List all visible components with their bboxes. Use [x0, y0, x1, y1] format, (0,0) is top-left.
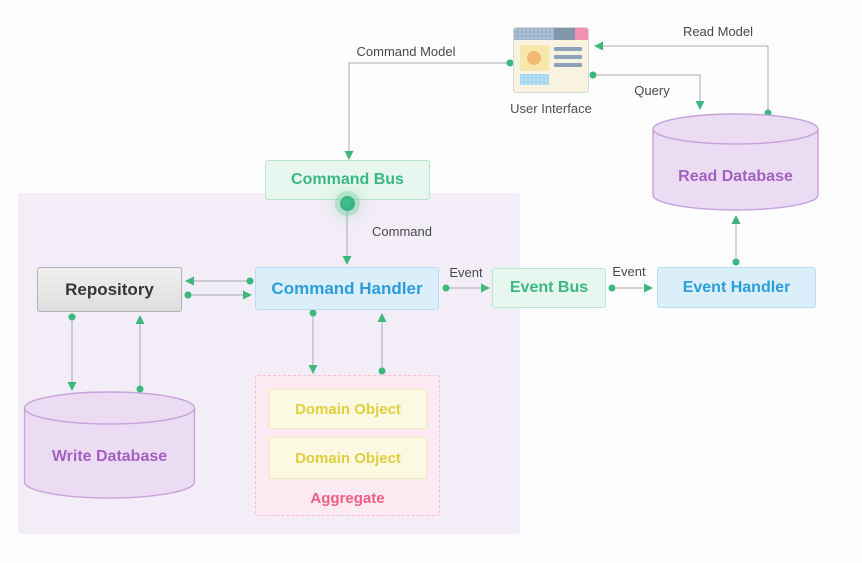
domain-object-node: Domain Object	[269, 389, 427, 429]
write-database-label: Write Database	[51, 448, 168, 465]
browser-toolbar-segment	[514, 28, 554, 40]
browser-toolbar-accent	[575, 28, 588, 40]
edge-repository-to-write-database	[67, 313, 77, 391]
database-cylinder-icon	[23, 391, 196, 499]
edge-write-database-to-repository	[135, 315, 145, 393]
event-label-left: Event	[449, 265, 483, 280]
command-bus-node: Command Bus	[265, 160, 430, 200]
edge-aggregate-to-command-handler	[377, 313, 387, 375]
image-placeholder-icon	[520, 45, 549, 71]
browser-content	[514, 40, 588, 92]
edge-command-handler-to-aggregate	[308, 309, 318, 374]
event-handler-label: Event Handler	[682, 278, 791, 296]
browser-content-left-column	[520, 45, 549, 92]
command-label: Command	[372, 224, 432, 239]
text-line-icon	[554, 47, 582, 51]
command-handler-node: Command Handler	[255, 267, 439, 310]
edge-event-handler-to-read-database	[731, 215, 741, 266]
command-handler-label: Command Handler	[271, 278, 423, 298]
edge-repository-to-command-handler	[184, 290, 252, 300]
domain-object-node: Domain Object	[269, 437, 427, 479]
user-interface-icon	[513, 27, 589, 93]
text-line-icon	[554, 63, 582, 67]
event-handler-node: Event Handler	[657, 267, 816, 308]
write-database-node: Write Database	[22, 390, 197, 500]
command-bus-label: Command Bus	[291, 171, 404, 188]
query-label: Query	[634, 83, 670, 98]
domain-object-label: Domain Object	[295, 400, 401, 418]
edge-read-model	[594, 41, 772, 117]
aggregate-node: Domain Object Domain Object Aggregate	[255, 375, 440, 516]
content-strip-icon	[520, 74, 549, 85]
event-bus-node: Event Bus	[492, 268, 606, 308]
database-cylinder-icon	[652, 113, 819, 211]
edge-query	[589, 71, 705, 110]
browser-toolbar	[514, 28, 588, 40]
edge-event-to-event-handler	[608, 283, 653, 293]
spacer	[554, 71, 582, 89]
read-model-label: Read Model	[682, 24, 754, 39]
event-label-right: Event	[612, 264, 646, 279]
repository-label: Repository	[65, 279, 154, 299]
command-model-label: Command Model	[356, 44, 456, 59]
event-bus-label: Event Bus	[509, 279, 589, 296]
edge-command-handler-to-repository	[185, 276, 254, 286]
read-database-node: Read Database	[650, 112, 821, 213]
text-line-icon	[554, 55, 582, 59]
user-interface-label: User Interface	[510, 101, 592, 116]
read-database-label: Read Database	[678, 168, 793, 185]
edge-command	[342, 208, 352, 265]
browser-toolbar-segment	[554, 28, 575, 40]
repository-node: Repository	[37, 267, 182, 312]
browser-content-right-column	[554, 45, 582, 92]
edge-event-to-event-bus	[442, 283, 490, 293]
domain-object-label: Domain Object	[295, 449, 401, 467]
edge-command-model	[344, 59, 514, 160]
active-message-glow-dot	[340, 196, 355, 211]
aggregate-label: Aggregate	[310, 490, 385, 507]
